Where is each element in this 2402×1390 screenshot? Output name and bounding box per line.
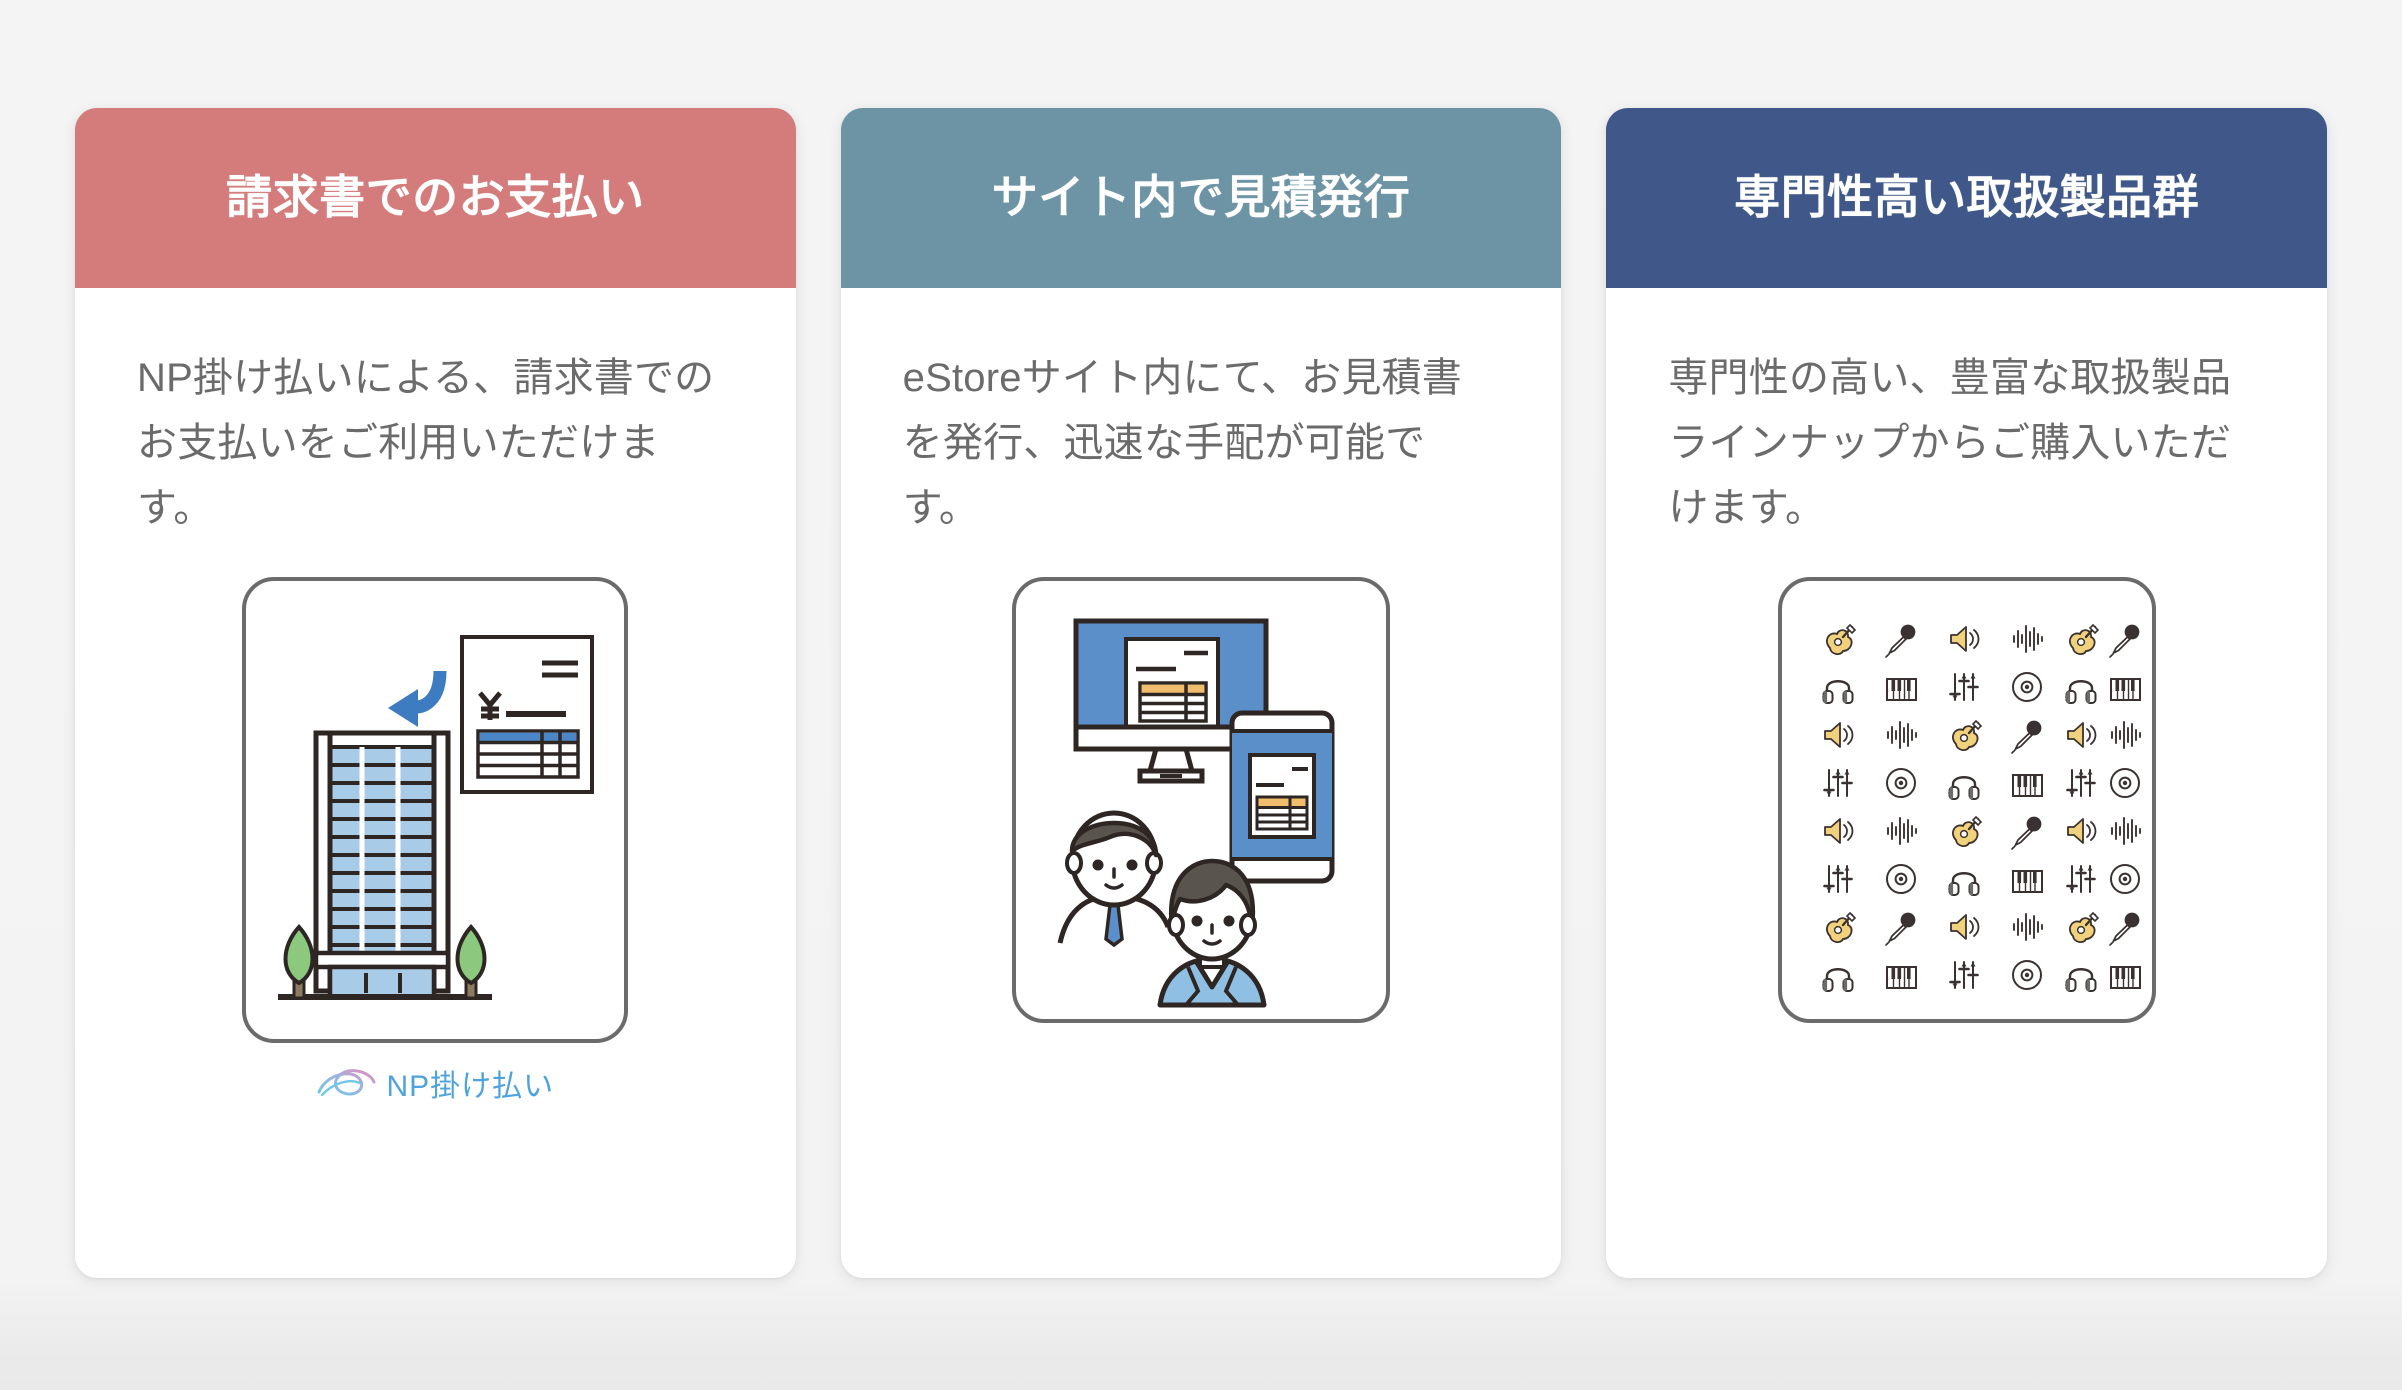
building-invoice-illustration [242, 577, 629, 1043]
woman-figure-graphic [1157, 858, 1267, 1008]
devices-people-illustration [1012, 577, 1390, 1023]
disc-icon [2109, 864, 2140, 894]
feature-cards-row: 請求書でのお支払い NP掛け払いによる、請求書でのお支払いをご利用いただけます。 [75, 108, 2328, 1278]
tree-left-graphic [283, 924, 315, 1000]
disc-icon [2011, 960, 2042, 990]
np-kakebarai-logo: NP掛け払い [316, 1061, 554, 1105]
card-header-invoice-payment: 請求書でのお支払い [75, 108, 796, 288]
feature-card-invoice-payment[interactable]: 請求書でのお支払い NP掛け払いによる、請求書でのお支払いをご利用いただけます。 [75, 108, 796, 1278]
card-body-online-quote: eStoreサイト内にて、お見積書を発行、迅速な手配が可能です。 [841, 288, 1562, 1278]
piano-icon [1885, 678, 1917, 701]
invoice-document-graphic [460, 635, 595, 794]
disc-icon [1885, 768, 1916, 798]
feature-card-online-quote[interactable]: サイト内で見積発行 eStoreサイト内にて、お見積書を発行、迅速な手配が可能で… [840, 108, 1562, 1278]
piano-icon [1885, 966, 1917, 989]
disc-icon [2011, 672, 2042, 702]
tree-right-graphic [455, 924, 487, 1000]
down-arrow-icon [388, 670, 447, 727]
equalizer-icon [1948, 672, 1979, 702]
card-title: 専門性高い取扱製品群 [1734, 171, 2200, 224]
card-description: 専門性の高い、豊富な取扱製品ラインナップからご購入いただけます。 [1668, 356, 2232, 530]
card-body-product-lineup: 専門性の高い、豊富な取扱製品ラインナップからご購入いただけます。 [1606, 288, 2327, 1278]
smartphone-graphic [1229, 710, 1335, 884]
equalizer-icon [1822, 864, 1853, 894]
np-logo-label: NP掛け払い [386, 1070, 555, 1103]
card-title: 請求書でのお支払い [226, 171, 645, 224]
man-figure-graphic [1057, 810, 1171, 948]
equalizer-icon [1948, 960, 1979, 990]
music-icon-grid-illustration [1777, 577, 2156, 1023]
office-building-graphic [278, 730, 493, 1000]
disc-icon [1885, 864, 1916, 894]
card-description: eStoreサイト内にて、お見積書を発行、迅速な手配が可能です。 [902, 356, 1462, 530]
piano-icon [2109, 678, 2141, 701]
desktop-monitor-graphic [1073, 618, 1269, 784]
illustration-devices-people [1010, 575, 1392, 1025]
illustration-music-grid [1776, 575, 2158, 1025]
card-header-online-quote: サイト内で見積発行 [840, 108, 1562, 288]
piano-icon [2011, 870, 2043, 893]
equalizer-icon [2065, 768, 2096, 798]
disc-icon [2109, 768, 2140, 798]
card-header-product-lineup: 専門性高い取扱製品群 [1606, 108, 2328, 288]
illustration-building-invoice: NP掛け払い [240, 575, 630, 1105]
np-logo-mark-icon [317, 1069, 376, 1097]
piano-icon [2011, 774, 2043, 797]
card-title: サイト内で見積発行 [991, 171, 1411, 224]
equalizer-icon [1822, 768, 1853, 798]
card-body-invoice-payment: NP掛け払いによる、請求書でのお支払いをご利用いただけます。 [75, 288, 796, 1278]
feature-card-product-lineup[interactable]: 専門性高い取扱製品群 専門性の高い、豊富な取扱製品ラインナップからご購入いただけ… [1606, 108, 2328, 1278]
piano-icon [2109, 966, 2141, 989]
card-description: NP掛け払いによる、請求書でのお支払いをご利用いただけます。 [137, 356, 715, 530]
equalizer-icon [2065, 864, 2096, 894]
